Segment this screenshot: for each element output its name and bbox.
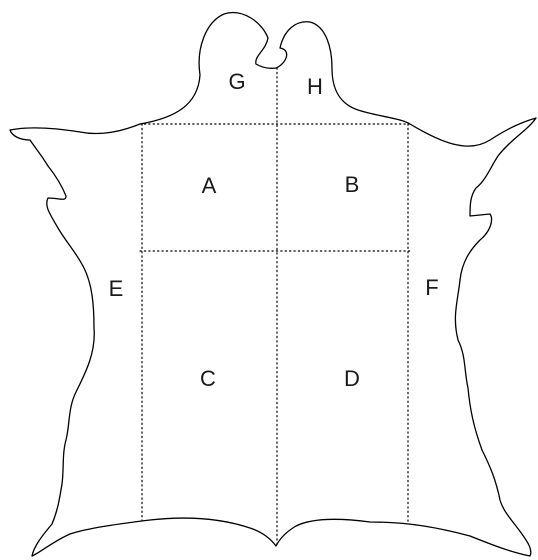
region-label-e: E (109, 276, 124, 301)
region-label-c: C (200, 366, 216, 391)
region-label-f: F (425, 275, 438, 300)
region-label-h: H (307, 74, 323, 99)
region-label-d: D (344, 366, 360, 391)
region-label-b: B (345, 172, 360, 197)
hide-outline (10, 13, 536, 556)
region-label-g: G (228, 69, 245, 94)
region-label-a: A (202, 173, 217, 198)
